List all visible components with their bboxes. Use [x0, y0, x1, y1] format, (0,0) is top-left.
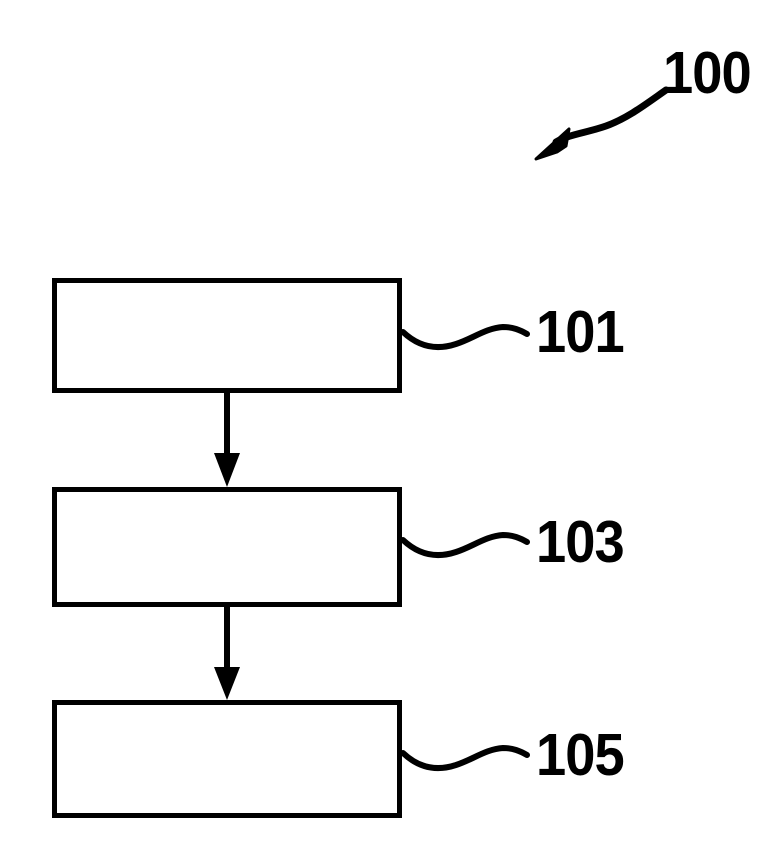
- process-block-103[interactable]: [52, 487, 402, 607]
- leader-103-wave: [400, 531, 530, 559]
- leader-100-curve: [552, 86, 670, 146]
- arrow-103-to-105: [214, 607, 240, 700]
- reference-numeral-100: 100: [663, 40, 752, 106]
- arrow-head: [214, 453, 240, 487]
- reference-numeral-101: 101: [536, 299, 625, 365]
- reference-numeral-103: 103: [536, 509, 625, 575]
- leader-100-arrowhead: [534, 127, 571, 161]
- process-block-105[interactable]: [52, 700, 402, 818]
- arrow-101-to-103: [214, 393, 240, 487]
- reference-numeral-105: 105: [536, 722, 625, 788]
- process-block-101[interactable]: [52, 278, 402, 393]
- leader-100-group: [534, 86, 670, 161]
- leader-101-wave: [400, 323, 530, 351]
- leader-105-wave: [400, 744, 530, 772]
- arrow-head: [214, 667, 240, 700]
